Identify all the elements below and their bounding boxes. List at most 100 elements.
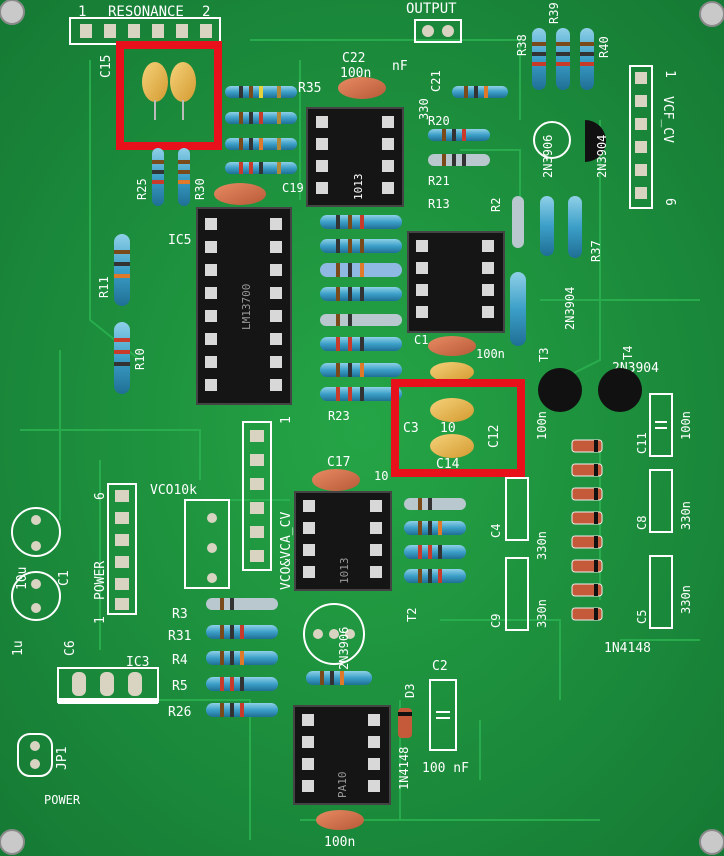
t2-part-label: 2N3906 [337, 627, 351, 670]
r10-label: R10 [133, 348, 147, 370]
c14-label: C14 [436, 457, 460, 472]
c21-label: C21 [429, 70, 443, 92]
resistors-center-right: T2 [404, 498, 466, 622]
transistors-t3-t4: 2N3904 2N3904 T3 T4 [537, 287, 659, 412]
r11-label: R11 [97, 276, 111, 298]
lm13700-label: LM13700 [240, 284, 253, 330]
power-header: 6 POWER 1 [93, 483, 137, 624]
diodes-label: 1N4148 [604, 641, 651, 656]
vco-pin1-label: 1 [279, 416, 294, 424]
transistors-top-right: 2N3906 2N3904 [533, 120, 609, 178]
c11-capacitor: C11 100n [635, 393, 693, 457]
ic-center-marking: 1013 [338, 558, 351, 585]
resistors-r11-r10: R11 R10 [97, 234, 147, 394]
t3-label: T3 [537, 348, 551, 362]
resistors-r25-r30: R25 R30 [135, 148, 207, 206]
resistors-r3-r26: R3 R31 R4 R5 R26 [168, 598, 278, 720]
c22-capacitor: C22 100n nF [338, 51, 408, 99]
r30-label: R30 [193, 178, 207, 200]
vcf-pin6-label: 6 [662, 198, 677, 206]
c5-label: C5 [635, 610, 649, 624]
vco10k-trimmer: VCO10k [150, 483, 230, 589]
vco-vca-cv-header: VCO&VCA_CV 1 [242, 416, 294, 590]
output-label: OUTPUT [406, 1, 457, 17]
c8-label: C8 [635, 516, 649, 530]
ic5-lm13700: IC5 LM13700 C19 [168, 181, 304, 405]
c11-label: C11 [635, 432, 649, 454]
r39-label: R39 [547, 2, 561, 24]
d3-part-label: 1N4148 [397, 747, 411, 790]
t2-label: T2 [405, 608, 419, 622]
c6-value: 1u [11, 640, 26, 656]
transistor-t2: 2N3906 [303, 603, 372, 685]
c15-label: C15 [99, 55, 114, 78]
ic-middle-right: R13 C1 100n [407, 197, 505, 361]
ic-bottom: PA10 100n [293, 705, 391, 850]
vco-cv-label: VCO&VCA_CV [279, 512, 294, 590]
r25-label: R25 [135, 178, 149, 200]
power-pin6-label: 6 [93, 492, 108, 500]
r40-label: R40 [597, 36, 611, 58]
mounting-hole [699, 829, 724, 855]
c21-capacitor: C21 330 [417, 70, 443, 120]
r21-label: R21 [428, 174, 450, 188]
ic-marking: 1013 [352, 174, 365, 201]
highlight-box-c12 [391, 379, 525, 477]
t-2n3904-b-label: 2N3904 [563, 287, 577, 330]
r31-label: R31 [168, 629, 191, 644]
c12-label: C12 [487, 425, 502, 448]
mounting-hole [0, 829, 25, 855]
r38-label: R38 [515, 34, 529, 56]
c14-value: 10 [440, 421, 456, 436]
vcf-cv-header: 1 VCF_CV 6 [629, 65, 677, 209]
r3-label: R3 [172, 607, 188, 622]
resonance-header: 1 RESONANCE 2 [69, 4, 221, 45]
c9-value: 330n [535, 599, 549, 628]
t-2n3904-label: 2N3904 [595, 135, 609, 178]
c8-value: 330n [679, 501, 693, 530]
nf-label: nF [392, 59, 408, 74]
c2-label: C2 [432, 659, 448, 674]
c9-label: C9 [489, 614, 503, 628]
r5-label: R5 [172, 679, 188, 694]
output-header: OUTPUT [406, 1, 462, 43]
c1-mid-label: C1 [414, 333, 428, 347]
ic3-label: IC3 [126, 655, 149, 670]
c15-capacitors: C15 [99, 55, 196, 120]
c1-left-label: C1 [57, 570, 72, 586]
mounting-hole [0, 0, 25, 25]
power-label: POWER [44, 793, 81, 807]
ic-top-center: 1013 [306, 107, 404, 207]
c17-value: 10 [374, 469, 388, 483]
jp1-label: JP1 [55, 747, 70, 770]
r37-label: R37 [589, 240, 603, 262]
vco10k-label: VCO10k [150, 483, 197, 498]
d3-label: D3 [403, 684, 417, 698]
bottom-cap-value: 100n [324, 835, 355, 850]
r4-label: R4 [172, 653, 188, 668]
r23-label: R23 [328, 409, 350, 423]
c1-mid-value: 100n [476, 347, 505, 361]
r26-label: R26 [168, 705, 191, 720]
highlight-box-c15 [116, 41, 222, 150]
c3-label: C3 [403, 421, 419, 436]
r20-label: R20 [428, 114, 450, 128]
t4-label: T4 [621, 346, 635, 360]
jp1-jumper: JP1 POWER [17, 733, 81, 807]
power-pin1-label: 1 [93, 616, 108, 624]
diode-d3: D3 1N4148 [397, 684, 417, 790]
c17-label: C17 [327, 455, 350, 470]
c19-label: C19 [282, 181, 304, 195]
r13-label: R13 [428, 197, 450, 211]
r35-label: R35 [298, 81, 321, 96]
power-header-label: POWER [93, 561, 108, 600]
ic-bottom-marking: PA10 [336, 772, 349, 799]
resistors-middle-stack: R23 [320, 215, 402, 423]
c6-label: C6 [63, 640, 78, 656]
res-pin2-label: 2 [202, 4, 210, 20]
c1-left-value: 10u [15, 567, 30, 590]
c22-label: C22 [342, 51, 365, 66]
r2-label: R2 [489, 198, 503, 212]
diodes-column: 1N4148 [571, 439, 651, 656]
